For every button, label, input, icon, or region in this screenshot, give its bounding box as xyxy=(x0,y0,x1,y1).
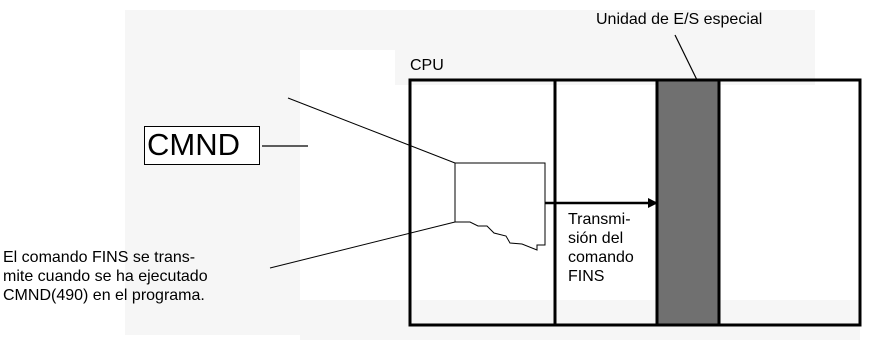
cpu-label: CPU xyxy=(410,57,444,74)
projection-line-upper xyxy=(287,97,456,164)
instruction-detail-outline xyxy=(454,162,546,251)
special-unit-leader-line xyxy=(674,34,698,81)
cpu-rack-frame xyxy=(408,78,862,327)
special-io-unit xyxy=(655,78,721,327)
background-panel-bottom xyxy=(300,300,860,340)
transmission-label-line: comando xyxy=(568,249,634,266)
transmission-label-line: Transmi- xyxy=(568,211,631,228)
note-text-line: El comando FINS se trans- xyxy=(3,249,196,266)
note-text-line: mite cuando se ha ejecutado xyxy=(3,268,208,285)
transmission-label-line: sión del xyxy=(568,230,624,247)
cmnd-label: CMND xyxy=(147,127,240,162)
background-panel-right xyxy=(395,45,815,85)
transmission-label: Transmi- sión del comando FINS xyxy=(568,210,634,286)
background-panel-left xyxy=(125,45,300,335)
note-leader-line xyxy=(269,221,456,269)
special-unit-label: Unidad de E/S especial xyxy=(596,11,763,28)
cmnd-instruction-box xyxy=(144,126,260,165)
transmission-label-line: FINS xyxy=(568,268,605,285)
note-text: El comando FINS se trans- mite cuando se… xyxy=(3,248,208,305)
background-panel-top xyxy=(125,10,815,50)
note-text-line: CMND(490) en el programa. xyxy=(3,287,205,304)
